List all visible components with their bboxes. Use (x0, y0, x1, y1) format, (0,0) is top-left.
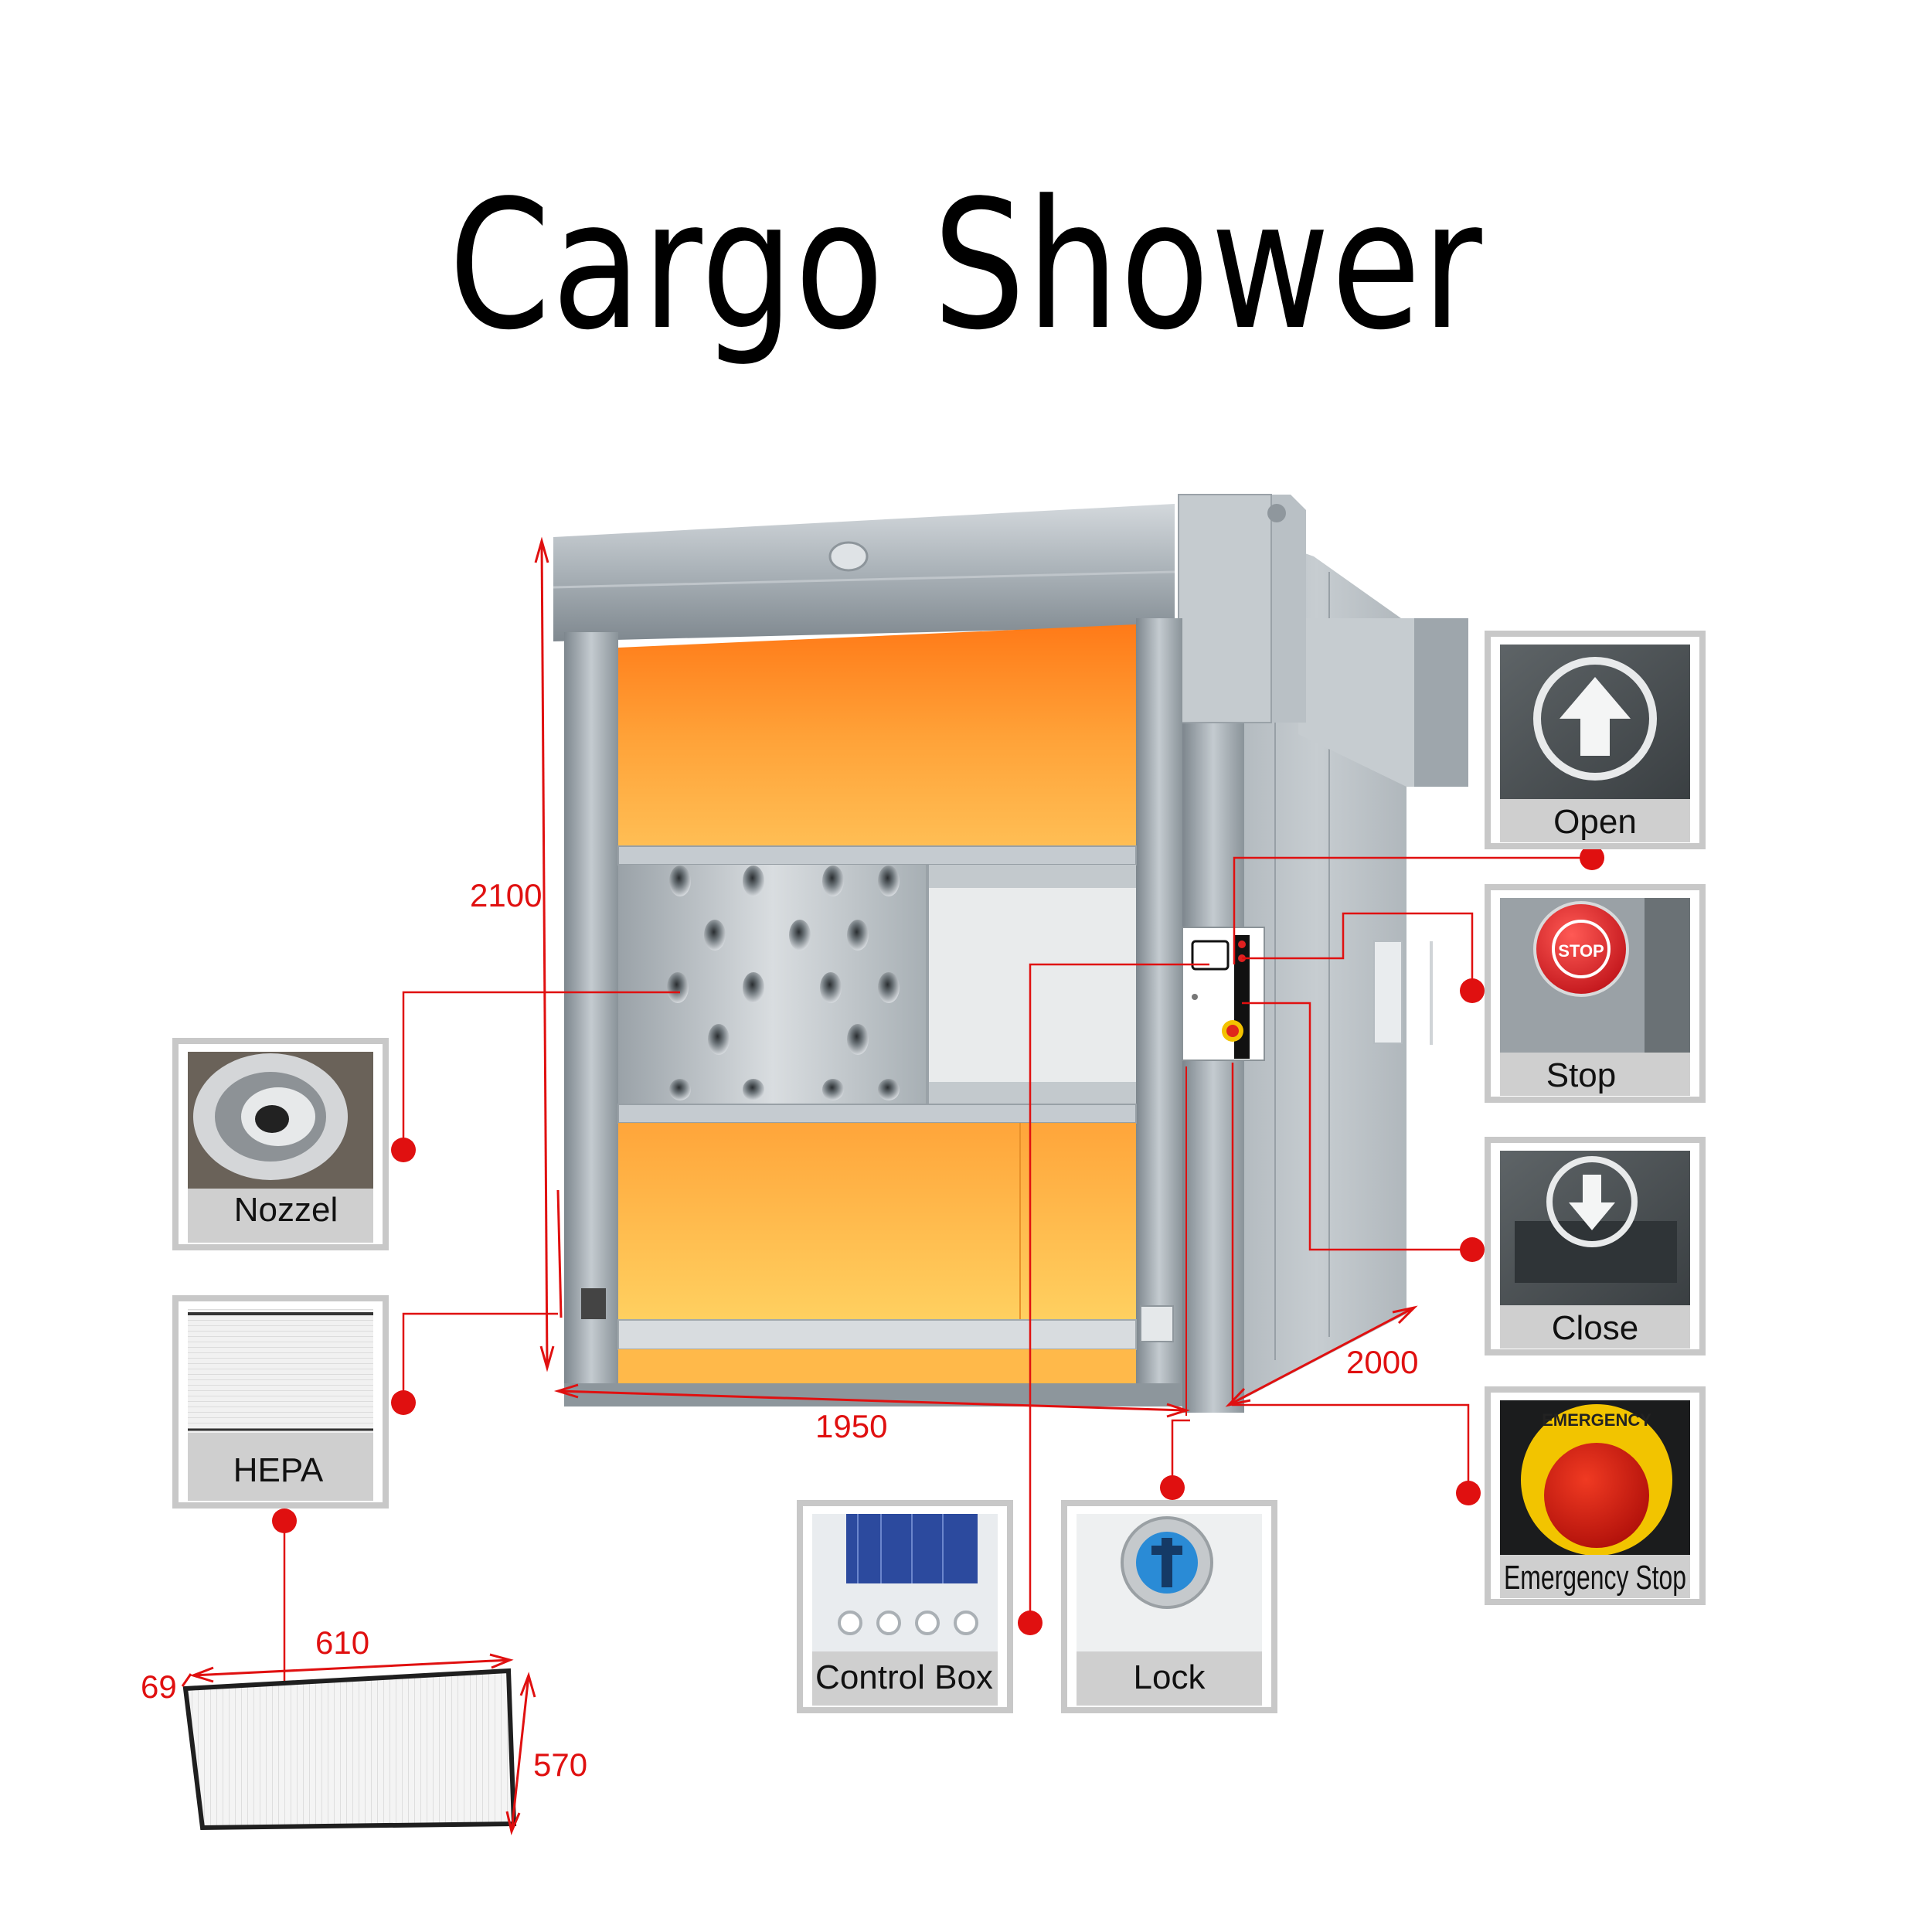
page-title: Cargo Shower (448, 163, 1484, 369)
dim-depth: 2000 (1346, 1344, 1418, 1380)
card-open: Open (1485, 631, 1706, 849)
emergency-ring-text: EMERGENCY (1542, 1410, 1651, 1430)
dim-height: 2100 (470, 877, 542, 913)
down-arrow-button-icon (1546, 1156, 1638, 1247)
hepa-icon (188, 1309, 373, 1433)
stop-badge-text: STOP (1558, 941, 1604, 961)
control-box-unit (1182, 927, 1265, 1061)
card-nozzle: Nozzel (172, 1038, 389, 1250)
emergency-stop-label: Emergency Stop (1504, 1559, 1686, 1597)
left-frame (564, 632, 618, 1405)
lock-label: Lock (1134, 1658, 1206, 1696)
nozzle-array (667, 866, 900, 1100)
callout-lines (283, 856, 1592, 1698)
nozzle-label: Nozzel (234, 1191, 338, 1229)
cargo-shower-unit (553, 494, 1468, 1413)
dim-width: 1950 (815, 1408, 887, 1444)
card-emergency-stop: EMERGENCY Emergency Stop (1485, 1386, 1706, 1605)
hepa-label: HEPA (233, 1451, 324, 1489)
rollup-door-lower (618, 1123, 1136, 1320)
dim-filter-width: 610 (315, 1624, 369, 1661)
stop-button-icon (1533, 901, 1629, 997)
card-control-box: Control Box (797, 1500, 1013, 1713)
right-frame (1136, 618, 1182, 1406)
stop-label: Stop (1546, 1056, 1617, 1094)
callout-dots (272, 845, 1604, 1635)
control-box-label: Control Box (815, 1658, 993, 1696)
hepa-filter-panel (182, 1668, 517, 1831)
card-hepa: HEPA (172, 1295, 389, 1509)
ceiling-sensor (828, 541, 869, 572)
card-stop: STOP Stop (1485, 884, 1706, 1103)
close-label: Close (1552, 1309, 1639, 1347)
up-arrow-button-icon (1533, 657, 1657, 781)
rollup-door-upper (618, 624, 1136, 850)
open-label: Open (1553, 803, 1637, 841)
card-lock: Lock (1061, 1500, 1277, 1713)
side-handle (1373, 940, 1403, 1044)
dim-filter-depth: 69 (141, 1668, 177, 1705)
top-roller-housing (553, 504, 1175, 641)
hepa-filter-detail: 610 69 570 (141, 1624, 587, 1835)
dimension-lines (534, 536, 1418, 1418)
dim-filter-height: 570 (533, 1747, 587, 1783)
card-close: Close (1485, 1137, 1706, 1355)
